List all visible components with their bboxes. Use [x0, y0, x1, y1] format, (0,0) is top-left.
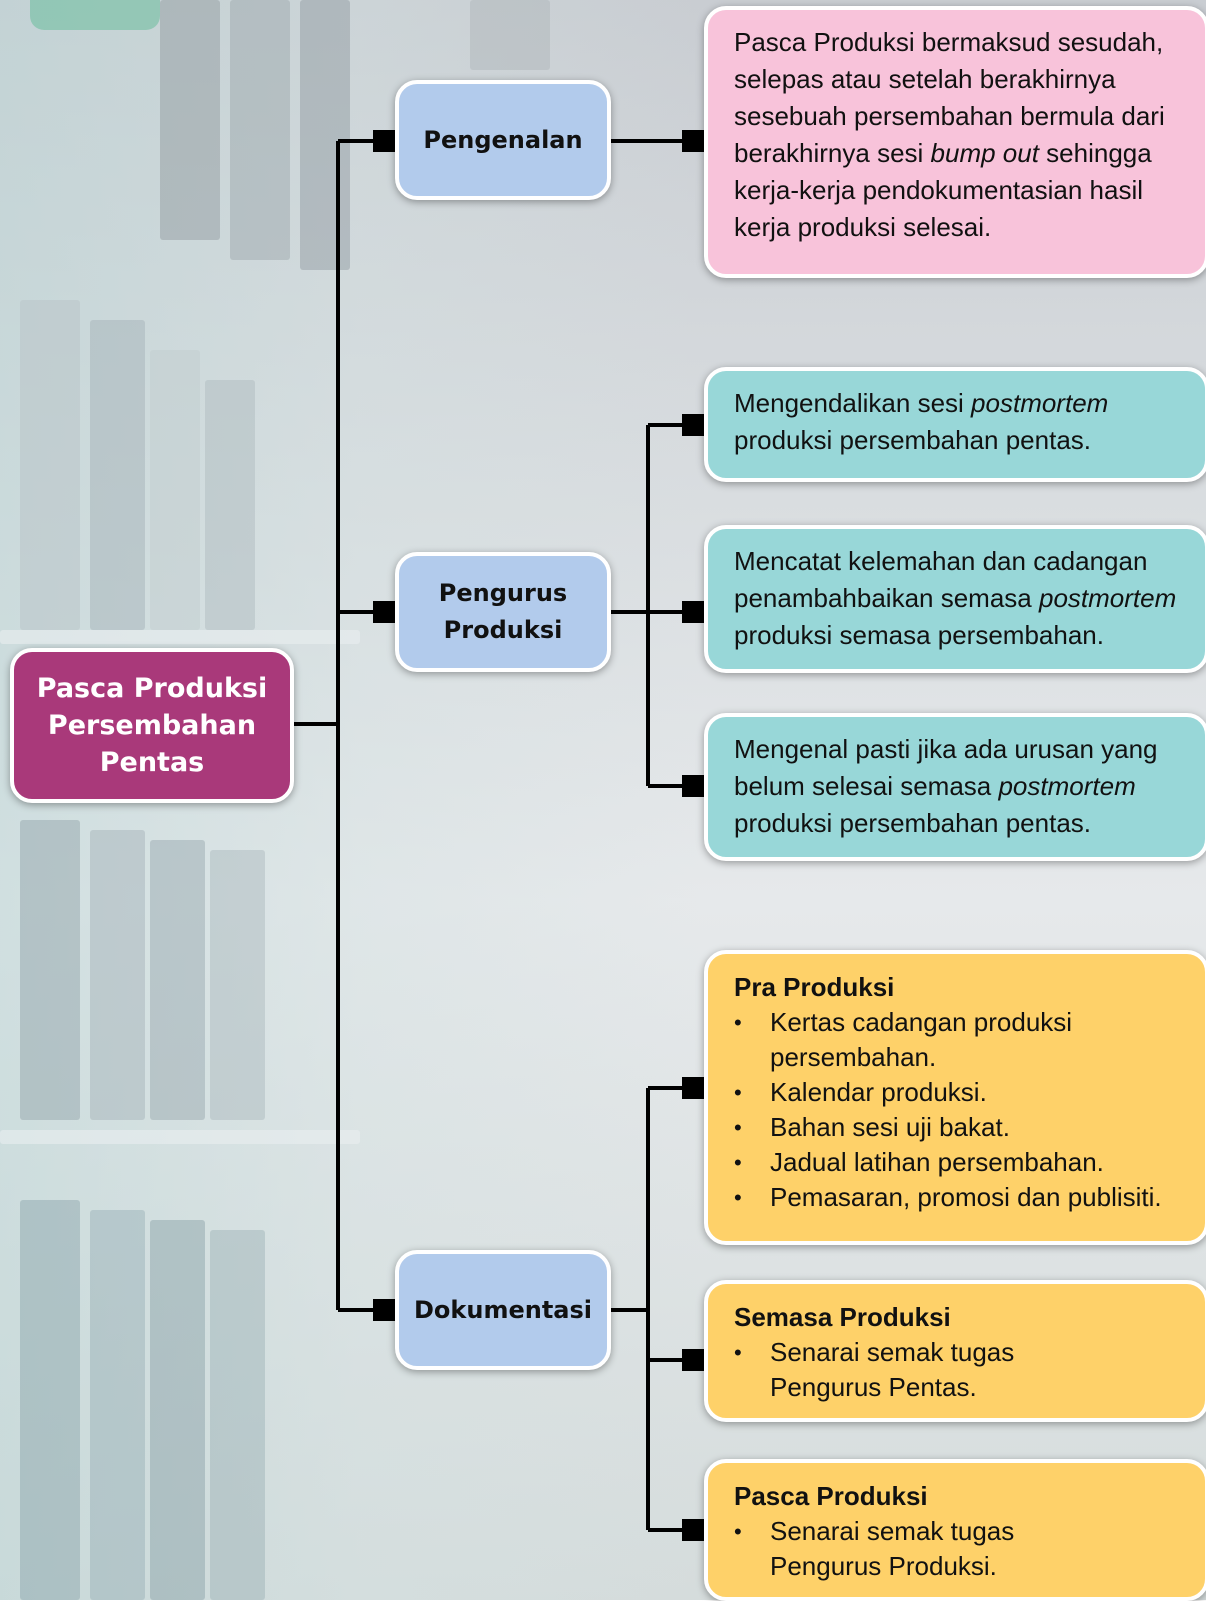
task-text-part: produksi persembahan pentas. [734, 808, 1092, 838]
list-item: • Senarai semak tugas Pengurus Pentas. [734, 1335, 1055, 1405]
list-item-text: Senarai semak tugas Pengurus Pentas. [770, 1337, 1015, 1402]
doc-section-pasca-produksi: Pasca Produksi • Senarai semak tugas Peng… [704, 1459, 1206, 1601]
root-label: Pasca Produksi Persembahan Pentas [36, 673, 268, 778]
doc-section-title: Pra Produksi [734, 972, 895, 1002]
task-text-part: Mencatat kelemahan dan cadangan penambah… [734, 546, 1148, 613]
branch-dokumentasi: Dokumentasi [395, 1250, 611, 1370]
list-item-text: Bahan sesi uji bakat. [770, 1112, 1010, 1142]
branch-pengurus-produksi: Pengurus Produksi [395, 552, 611, 672]
manager-task-box: Mengendalikan sesi postmortem produksi p… [704, 367, 1206, 482]
bullet-icon: • [734, 1340, 742, 1365]
bullet-icon: • [734, 1185, 742, 1210]
intro-text-part: sehingga kerja-kerja pendokumentasian ha… [734, 138, 1152, 242]
doc-item-list: • Kertas cadangan produksi persembahan. •… [734, 1005, 1205, 1215]
root-node: Pasca Produksi Persembahan Pentas [10, 648, 294, 803]
bullet-icon: • [734, 1010, 742, 1035]
task-text-italic: postmortem [971, 388, 1109, 418]
task-text-part: Mengenal pasti jika ada urusan yang belu… [734, 734, 1158, 801]
bullet-icon: • [734, 1150, 742, 1175]
list-item: • Jadual latihan persembahan. [734, 1145, 1205, 1180]
list-item-text: Pemasaran, promosi dan publisiti. [770, 1182, 1162, 1212]
task-text-part: produksi persembahan pentas. [734, 425, 1092, 455]
task-text-italic: postmortem [1038, 583, 1177, 613]
task-text-part: Mengendalikan sesi [734, 388, 972, 418]
branch-label: Dokumentasi [413, 1295, 592, 1324]
doc-item-list: • Senarai semak tugas Pengurus Produksi. [734, 1514, 1205, 1584]
list-item: • Bahan sesi uji bakat. [734, 1110, 1205, 1145]
bullet-icon: • [734, 1115, 742, 1140]
list-item-text: Kalendar produksi. [770, 1077, 987, 1107]
list-item: • Kertas cadangan produksi persembahan. [734, 1005, 1205, 1075]
manager-task-box: Mengenal pasti jika ada urusan yang belu… [704, 713, 1206, 861]
list-item: • Pemasaran, promosi dan publisiti. [734, 1180, 1205, 1215]
list-item-text: Kertas cadangan produksi persembahan. [770, 1007, 1073, 1072]
manager-task-box: Mencatat kelemahan dan cadangan penambah… [704, 525, 1206, 673]
intro-text-box: Pasca Produksi bermaksud sesudah, selepa… [704, 6, 1206, 278]
branch-label: Pengurus Produksi [438, 579, 568, 644]
doc-section-title: Pasca Produksi [734, 1481, 928, 1511]
doc-section-semasa-produksi: Semasa Produksi • Senarai semak tugas Pen… [704, 1280, 1206, 1422]
doc-item-list: • Senarai semak tugas Pengurus Pentas. [734, 1335, 1205, 1405]
doc-section-title: Semasa Produksi [734, 1302, 951, 1332]
bullet-icon: • [734, 1080, 742, 1105]
branch-pengenalan: Pengenalan [395, 80, 611, 200]
task-text-part: produksi semasa persembahan. [734, 620, 1104, 650]
doc-section-pra-produksi: Pra Produksi • Kertas cadangan produksi p… [704, 950, 1206, 1245]
list-item: • Kalendar produksi. [734, 1075, 1205, 1110]
intro-text-italic: bump out [930, 138, 1039, 168]
task-text-italic: postmortem [998, 771, 1136, 801]
list-item: • Senarai semak tugas Pengurus Produksi. [734, 1514, 1055, 1584]
list-item-text: Senarai semak tugas Pengurus Produksi. [770, 1516, 1015, 1581]
intro-text-part: Pasca Produksi bermaksud sesudah, selepa… [734, 27, 1165, 168]
list-item-text: Jadual latihan persembahan. [770, 1147, 1104, 1177]
bullet-icon: • [734, 1519, 742, 1544]
branch-label: Pengenalan [423, 125, 583, 154]
